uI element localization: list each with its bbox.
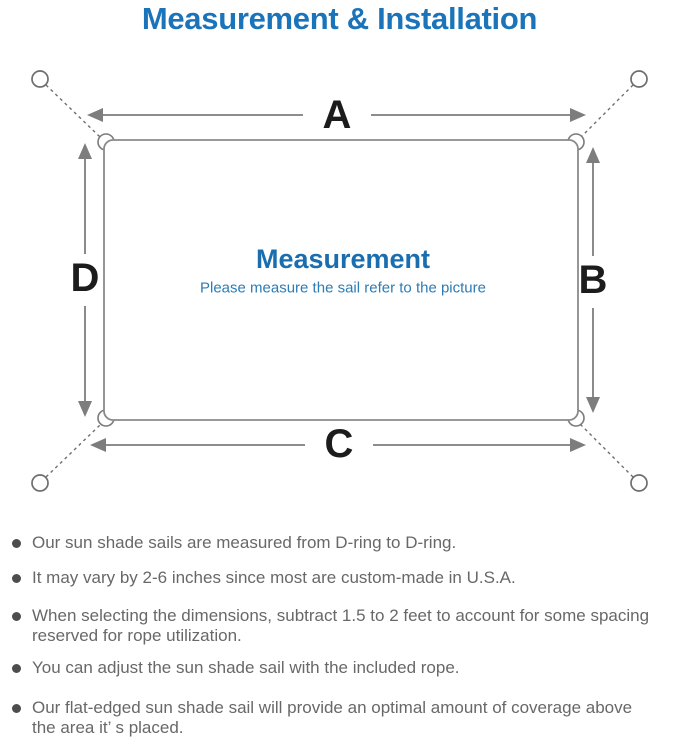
note-text: You can adjust the sun shade sail with t… bbox=[32, 658, 460, 678]
page-title: Measurement & Installation bbox=[141, 1, 538, 36]
dimension-label-d: D bbox=[71, 256, 100, 300]
note-text: It may vary by 2-6 inches since most are… bbox=[32, 568, 516, 588]
dimension-arrow-b: B bbox=[579, 147, 608, 413]
arrowhead-up-icon bbox=[586, 147, 600, 163]
note-line: the area it’ s placed. bbox=[32, 718, 184, 737]
arrowhead-down-icon bbox=[586, 397, 600, 413]
dimension-label-b: B bbox=[579, 258, 608, 302]
tether-dashed-line-top-right bbox=[580, 84, 634, 138]
bullet-icon bbox=[12, 612, 21, 621]
dimension-arrow-d: D bbox=[71, 143, 100, 417]
anchor-ring-icon-bottom-left bbox=[31, 474, 49, 492]
note-line: It may vary by 2-6 inches since most are… bbox=[32, 568, 516, 587]
arrowhead-right-icon bbox=[570, 108, 586, 122]
dimension-arrow-c: C bbox=[90, 422, 586, 466]
anchor-ring-icon-top-left bbox=[31, 70, 49, 88]
dimension-label-c: C bbox=[325, 422, 354, 466]
note-text: Our sun shade sails are measured from D-… bbox=[32, 533, 456, 553]
tether-dashed-line-top-left bbox=[45, 84, 101, 138]
anchor-ring-icon-bottom-right bbox=[630, 474, 648, 492]
diagram-center-title: Measurement bbox=[256, 244, 430, 274]
note-item: When selecting the dimensions, subtract … bbox=[12, 606, 673, 646]
sail-rectangle bbox=[103, 139, 579, 421]
note-item: You can adjust the sun shade sail with t… bbox=[12, 658, 673, 678]
arrowhead-left-icon bbox=[87, 108, 103, 122]
note-item: Our sun shade sails are measured from D-… bbox=[12, 533, 673, 553]
note-item: Our flat-edged sun shade sail will provi… bbox=[12, 698, 673, 738]
arrowhead-down-icon bbox=[78, 401, 92, 417]
dimension-arrow-a: A bbox=[87, 93, 586, 137]
note-line: reserved for rope utilization. bbox=[32, 626, 242, 645]
arrowhead-right-icon bbox=[570, 438, 586, 452]
diagram-center-subtitle: Please measure the sail refer to the pic… bbox=[200, 280, 486, 297]
note-line: When selecting the dimensions, subtract … bbox=[32, 606, 650, 625]
note-text: Our flat-edged sun shade sail will provi… bbox=[32, 698, 632, 738]
note-item: It may vary by 2-6 inches since most are… bbox=[12, 568, 673, 588]
anchor-ring-icon-top-right bbox=[630, 70, 648, 88]
measurement-diagram: A B C D Measurement Please meas bbox=[31, 70, 648, 492]
bullet-icon bbox=[12, 704, 21, 713]
dimension-label-a: A bbox=[323, 93, 352, 137]
bullet-icon bbox=[12, 574, 21, 583]
arrowhead-up-icon bbox=[78, 143, 92, 159]
tether-dashed-line-bottom-left bbox=[45, 424, 101, 478]
note-text: When selecting the dimensions, subtract … bbox=[32, 606, 649, 646]
bullet-icon bbox=[12, 539, 21, 548]
note-line: Our sun shade sails are measured from D-… bbox=[32, 533, 457, 552]
note-line: Our flat-edged sun shade sail will provi… bbox=[32, 698, 633, 717]
tether-dashed-line-bottom-right bbox=[580, 424, 634, 478]
bullet-icon bbox=[12, 664, 21, 673]
note-line: You can adjust the sun shade sail with t… bbox=[32, 658, 460, 677]
arrowhead-left-icon bbox=[90, 438, 106, 452]
notes-list: Our sun shade sails are measured from D-… bbox=[12, 533, 673, 738]
